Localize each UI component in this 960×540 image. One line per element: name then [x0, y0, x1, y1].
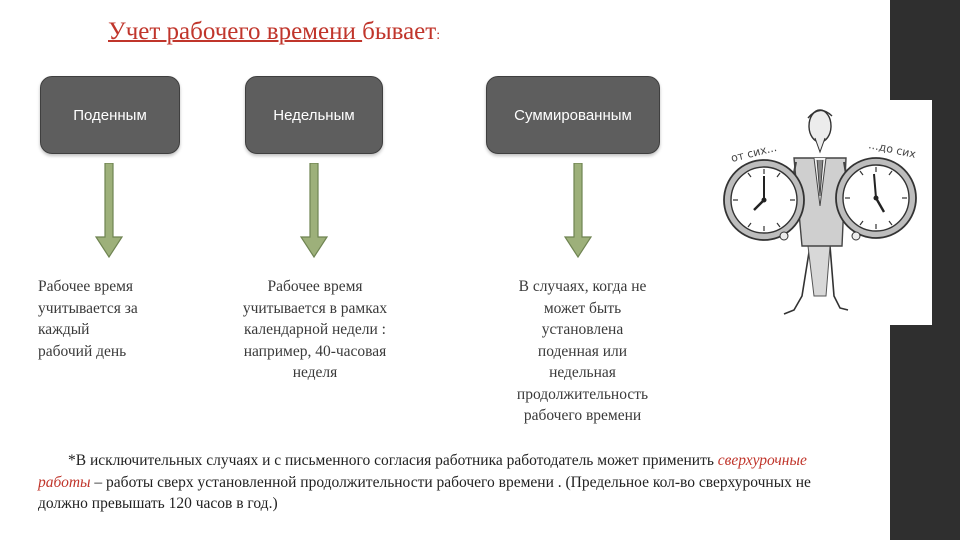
- description-line: недельная: [549, 364, 616, 381]
- description-line: календарной недели :: [244, 321, 386, 338]
- arrow-down-icon: [563, 163, 593, 259]
- description-line: В случаях, когда не: [518, 278, 647, 295]
- title-rest: бывает: [362, 18, 437, 45]
- description-line: например, 40-часовая: [243, 342, 387, 360]
- box-summarized-label: Суммированным: [514, 106, 632, 124]
- description-line: рабочего времени: [523, 407, 642, 424]
- description-line: установлена: [541, 321, 624, 338]
- box-weekly-label: Недельным: [273, 106, 355, 124]
- description-line: учитывается за: [38, 299, 138, 317]
- description-line: может быть: [543, 299, 622, 317]
- footnote-part1: *В исключительных случаях и с письменног…: [68, 452, 718, 469]
- arrow-down-icon: [94, 163, 124, 259]
- box-daily-label: Поденным: [73, 106, 147, 124]
- description-line: Рабочее время: [267, 278, 363, 295]
- man-with-clocks-illustration: от сих... ...до сих: [723, 109, 918, 315]
- title-underlined: Учет рабочего времени: [108, 18, 363, 45]
- box-summarized: Суммированным: [486, 76, 660, 154]
- description-daily: Рабочее время учитывается за каждый рабо…: [38, 276, 188, 362]
- description-weekly: Рабочее время учитывается в рамках кален…: [205, 276, 425, 384]
- footnote: *В исключительных случаях и с письменног…: [38, 450, 838, 515]
- description-line: продолжительность: [516, 385, 649, 403]
- description-line: учитывается в рамках: [242, 299, 388, 317]
- slide-title: Учет рабочего времени бывает:: [108, 18, 440, 46]
- box-weekly: Недельным: [245, 76, 383, 154]
- description-line: неделя: [292, 364, 338, 381]
- description-line: рабочий день: [38, 342, 127, 360]
- arrow-down-icon: [299, 163, 329, 259]
- box-daily: Поденным: [40, 76, 180, 154]
- description-line: каждый: [38, 321, 90, 338]
- description-summarized: В случаях, когда не может быть установле…: [475, 276, 690, 427]
- description-line: поденная или: [537, 342, 628, 360]
- description-line: Рабочее время: [38, 278, 134, 295]
- title-colon: :: [436, 28, 441, 43]
- footnote-part2: – работы сверх установленной продолжител…: [38, 473, 811, 513]
- footnote-highlight: сверхурочные работы: [38, 452, 807, 491]
